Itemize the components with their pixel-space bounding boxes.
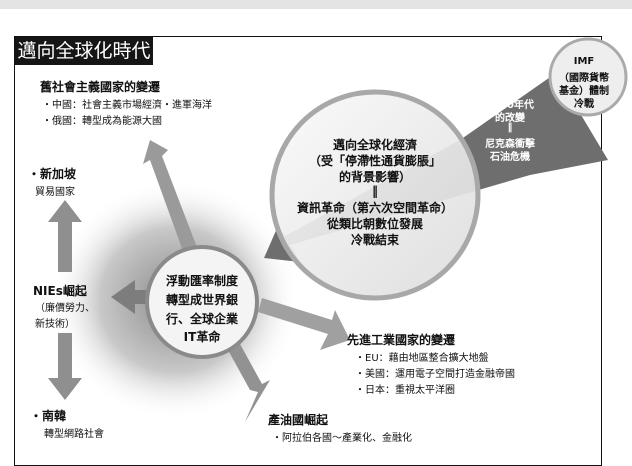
- top-bar: [0, 0, 632, 9]
- arrow-to-nies: [111, 280, 150, 314]
- center-line: 冷戰結束: [350, 233, 400, 247]
- center-line: 從類比朝數位發展: [326, 217, 424, 231]
- arrow-to-advanced: [258, 298, 350, 350]
- arrow-to-socialist: [143, 140, 198, 254]
- globalization-circle: [269, 89, 481, 301]
- shift-line: 的改變: [495, 113, 525, 124]
- socialist-heading: 舊社會主義國家的變遷: [40, 80, 161, 94]
- singapore-korea-double-arrow: [48, 200, 82, 400]
- imf-line: 冷戰: [574, 99, 594, 110]
- imf-line: IMF: [573, 56, 595, 67]
- singapore-sub: 貿易國家: [35, 187, 75, 198]
- advanced-item: ・EU：藉由地區整合擴大地盤: [355, 353, 489, 364]
- nies-line: （廉價勞力、: [35, 303, 95, 314]
- imf-line: 基金）體制: [559, 86, 609, 97]
- diagram-graphics: [48, 37, 628, 422]
- imf-circle: [548, 37, 628, 117]
- nies-heading: NIEs崛起: [33, 284, 87, 298]
- hub-line: IT革命: [183, 330, 221, 344]
- advanced-item: ・美國：運用電子空間打造金融帝國: [355, 369, 515, 380]
- arrow-to-oil: [228, 344, 270, 422]
- korea-sub: 轉型網路社會: [44, 429, 104, 440]
- oil-item: ・阿拉伯各國～產業化、金融化: [272, 433, 412, 444]
- center-line: ‖: [372, 184, 378, 198]
- page-title: 邁向全球化時代: [15, 37, 153, 65]
- oil-heading: 產油國崛起: [268, 413, 329, 427]
- singapore-heading: ・新加坡: [28, 167, 77, 181]
- shift-line: 尼克森衝擊: [485, 139, 535, 150]
- socialist-item: ・俄國：轉型成為能源大國: [42, 116, 162, 127]
- hub-line: 行、全球企業: [165, 312, 239, 326]
- hub-line: 轉型成世界銀: [165, 293, 239, 307]
- advanced-heading: 先進工業國家的變遷: [347, 333, 456, 347]
- center-line: 邁向全球化經濟: [332, 138, 418, 152]
- center-line: 資訊革命（第六次空間革命）: [296, 201, 454, 215]
- advanced-item: ・日本：重視太平洋圈: [355, 385, 455, 396]
- shift-line: 1970年代: [486, 100, 534, 111]
- hub-line: 浮動匯率制度: [165, 274, 239, 288]
- hub-circle: [145, 245, 259, 359]
- nies-line: 新技術）: [35, 319, 75, 330]
- center-line: （受「停滯性通貨膨脹」: [308, 154, 442, 168]
- shift-line: ‖: [507, 122, 513, 133]
- socialist-item: ・中國：社會主義市場經濟・進軍海洋: [42, 100, 212, 111]
- shift-line: 石油危機: [490, 152, 530, 163]
- center-line: 的背景影響）: [338, 170, 412, 184]
- korea-heading: ・南韓: [30, 409, 67, 423]
- imf-line: （國際貨幣: [559, 73, 609, 84]
